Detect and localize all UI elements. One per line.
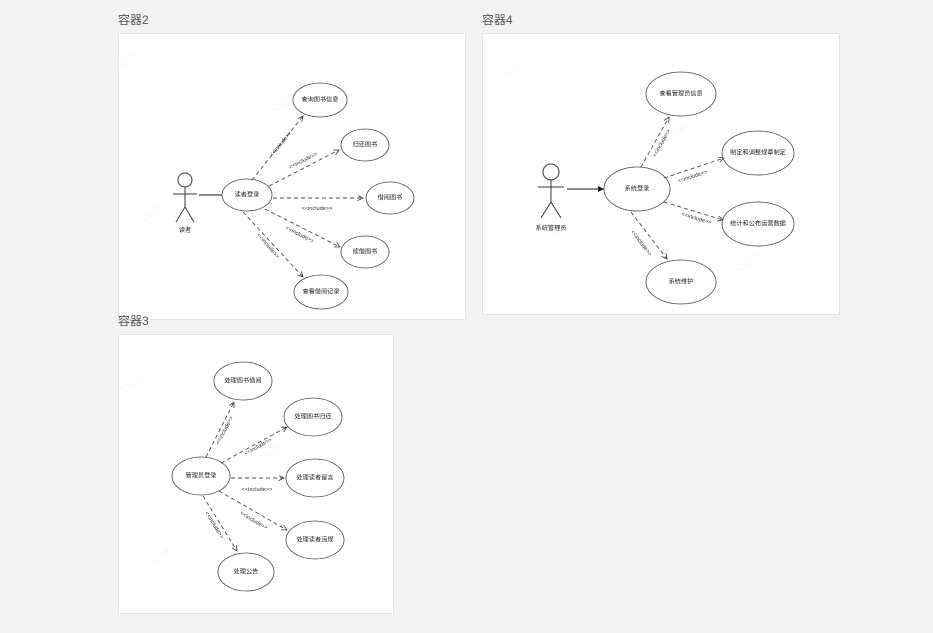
usecase-system-maintenance[interactable]: 系统维护 <box>645 259 717 305</box>
usecase-stats-publish-data[interactable]: 统计和公布运营数据 <box>721 201 795 247</box>
usecase-label-handle-violations: 处理读者违规 <box>296 536 333 544</box>
edge-include-b2 <box>220 427 287 464</box>
usecase-label-renew-book: 续借图书 <box>353 248 378 256</box>
usecase-admin-login[interactable]: 管理员登录 <box>171 456 231 496</box>
panel-container3: 容器3 csdn csdn csdn 管理员登录 处理图书借阅 <box>118 314 394 614</box>
usecase-diagram-container2: 读者 读者登录 查询图书信息 <<include>> 归还图书 <<i <box>173 82 415 310</box>
usecase-label-handle-messages: 处理读者留言 <box>296 474 333 482</box>
usecase-label-view-borrow-records: 查看借阅记录 <box>302 288 339 296</box>
usecase-label-handle-borrow: 处理图书借阅 <box>224 377 261 385</box>
usecase-diagram-container3: 管理员登录 处理图书借阅 <<include>> 处理图书归还 <<includ… <box>171 361 345 592</box>
usecase-label-reader-login: 读者登录 <box>235 191 260 199</box>
usecase-reader-login[interactable]: 读者登录 <box>221 178 273 212</box>
panel-container2: 容器2 csdn csdn csdn csdn <box>118 13 466 320</box>
panel-title-container3: 容器3 <box>118 314 149 328</box>
usecase-label-system-maintenance: 系统维护 <box>669 278 694 286</box>
usecase-handle-return[interactable]: 处理图书归还 <box>283 397 343 437</box>
panel-title-container2: 容器2 <box>118 13 149 27</box>
actor-reader: 读者 <box>173 172 197 234</box>
usecase-label-stats-publish-data: 统计和公布运营数据 <box>730 220 786 228</box>
usecase-handle-borrow[interactable]: 处理图书借阅 <box>213 361 273 401</box>
usecase-make-adjust-rules[interactable]: 制定和调整规章制定 <box>721 130 795 176</box>
usecase-label-query-book-info: 查询图书信息 <box>301 96 338 104</box>
usecase-label-borrow-book: 借阅图书 <box>378 194 403 202</box>
actor-system-admin: 系统管理员 <box>536 163 567 232</box>
include-label-5: <<include>> <box>255 233 280 260</box>
diagram-canvas-container3[interactable]: csdn csdn csdn 管理员登录 处理图书借阅 <<include>> <box>118 334 394 614</box>
include-label-r2: <<include>> <box>677 169 708 184</box>
usecase-label-view-admin-info: 查看管理员信息 <box>659 90 702 98</box>
usecase-view-borrow-records[interactable]: 查看借阅记录 <box>293 274 349 310</box>
usecase-label-handle-return: 处理图书归还 <box>294 413 332 421</box>
panel-container4: 容器4 csdn csdn csdn csdn <box>482 13 840 315</box>
usecase-borrow-book[interactable]: 借阅图书 <box>365 181 415 215</box>
include-label-r4: <<include>> <box>629 229 652 257</box>
actor-label-system-admin: 系统管理员 <box>536 224 567 232</box>
usecase-label-make-adjust-rules: 制定和调整规章制定 <box>730 149 786 157</box>
actor-label-reader: 读者 <box>179 226 191 234</box>
diagram-canvas-container4[interactable]: csdn csdn csdn csdn 系统管理员 <box>482 33 840 315</box>
include-label-4: <<include>> <box>284 225 314 244</box>
include-label-2: <<include>> <box>288 151 318 170</box>
usecase-label-admin-login: 管理员登录 <box>186 472 217 480</box>
include-label-b2: <<include>> <box>244 437 274 457</box>
usecase-handle-violations[interactable]: 处理读者违规 <box>285 520 345 560</box>
include-label-b1: <<include>> <box>215 416 235 446</box>
usecase-handle-messages[interactable]: 处理读者留言 <box>285 458 345 498</box>
usecase-label-handle-announcements: 处理公告 <box>234 568 259 576</box>
edge-include-b5 <box>202 495 237 551</box>
edge-include-b1 <box>205 402 234 458</box>
usecase-return-book[interactable]: 归还图书 <box>340 128 390 162</box>
include-label-b3: <<include>> <box>242 487 273 493</box>
panel-title-container4: 容器4 <box>482 13 513 27</box>
edge-include-r1 <box>640 117 669 168</box>
usecase-query-book-info[interactable]: 查询图书信息 <box>292 82 348 118</box>
usecase-label-return-book: 归还图书 <box>353 141 378 149</box>
edge-include-2 <box>268 150 339 187</box>
edge-include-r4 <box>630 211 667 259</box>
edge-include-4 <box>264 208 340 247</box>
usecase-system-login[interactable]: 系统登录 <box>603 166 671 212</box>
include-label-1: <<include>> <box>269 131 293 159</box>
usecase-handle-announcements[interactable]: 处理公告 <box>217 552 275 592</box>
edge-include-r3 <box>663 201 723 220</box>
edge-include-5 <box>242 211 303 277</box>
usecase-diagram-container4: 系统管理员 系统登录 查看管理员信息 <<include>> 制定和调整规章制定… <box>536 71 795 305</box>
include-label-b5: <<include>> <box>203 511 224 540</box>
diagram-canvas-container2[interactable]: csdn csdn csdn csdn 读者 <box>118 33 466 320</box>
include-label-3: <<include>> <box>302 206 333 212</box>
include-label-b4: <<include>> <box>239 511 269 532</box>
include-label-r1: <<include>> <box>652 129 672 159</box>
usecase-renew-book[interactable]: 续借图书 <box>340 235 390 269</box>
edge-include-b4 <box>218 490 287 530</box>
usecase-view-admin-info[interactable]: 查看管理员信息 <box>645 71 717 117</box>
include-label-r3: <<include>> <box>681 212 712 227</box>
usecase-label-system-login: 系统登录 <box>625 185 650 193</box>
edge-include-r2 <box>663 158 724 179</box>
